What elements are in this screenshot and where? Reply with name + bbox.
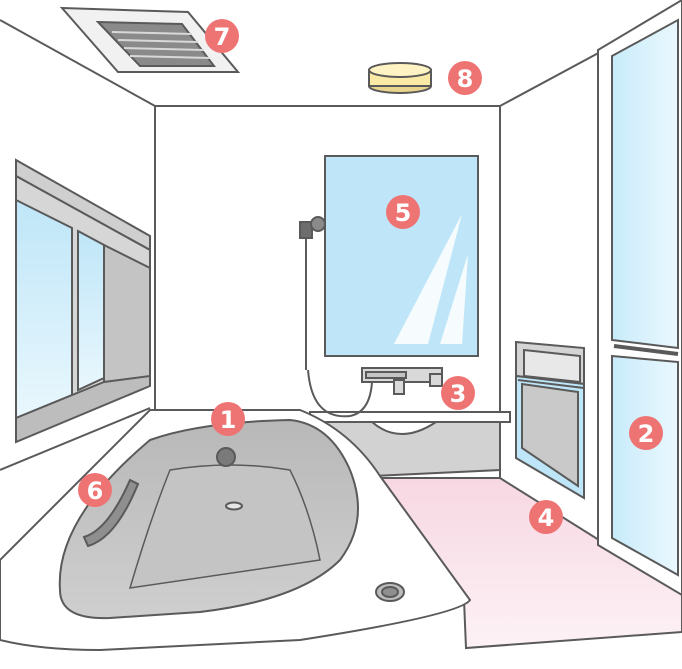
marker-3: 3 [441, 376, 475, 410]
shelf-unit [516, 342, 584, 498]
marker-2: 2 [629, 416, 663, 450]
marker-8: 8 [448, 61, 482, 95]
marker-5: 5 [386, 195, 420, 229]
marker-7-label: 7 [214, 23, 231, 51]
side-window [16, 160, 150, 442]
marker-7: 7 [205, 19, 239, 53]
marker-2-label: 2 [638, 420, 655, 448]
marker-3-label: 3 [450, 380, 467, 408]
marker-4: 4 [529, 500, 563, 534]
marker-5-label: 5 [395, 199, 412, 227]
marker-1: 1 [211, 402, 245, 436]
faucet-icon [362, 368, 442, 394]
door [598, 0, 682, 595]
marker-8-label: 8 [457, 65, 474, 93]
mirror [325, 156, 478, 356]
marker-4-label: 4 [538, 504, 555, 532]
ceiling-light-icon [369, 63, 431, 93]
marker-6: 6 [78, 473, 112, 507]
marker-6-label: 6 [87, 477, 104, 505]
marker-1-label: 1 [220, 406, 237, 434]
